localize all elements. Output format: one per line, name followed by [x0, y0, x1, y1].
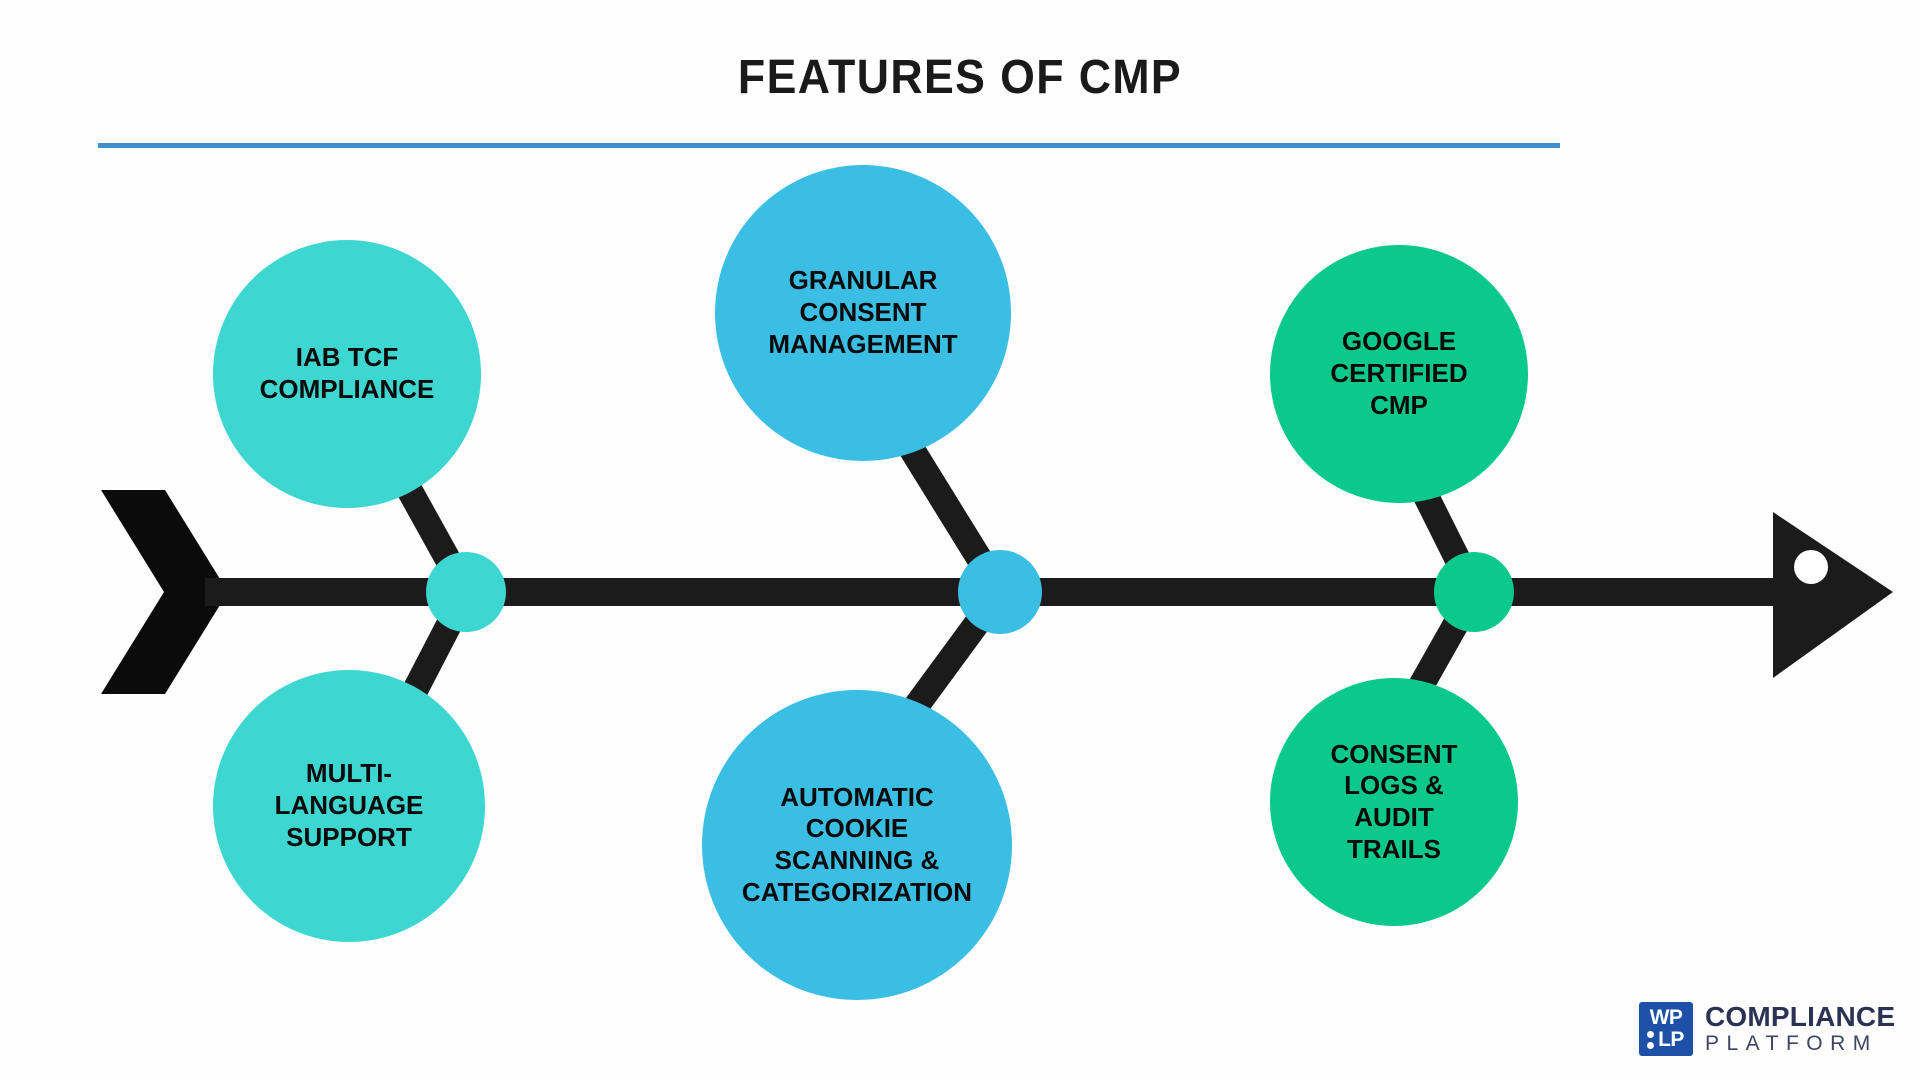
feature-label-multi-language-support: MULTI- LANGUAGE SUPPORT [274, 758, 424, 852]
feature-bubble-granular-consent-management[interactable]: GRANULAR CONSENT MANAGEMENT [715, 165, 1011, 461]
feature-bubble-iab-tcf-compliance[interactable]: IAB TCF COMPLIANCE [213, 240, 481, 508]
arrowhead-icon [1773, 512, 1893, 678]
feature-bubble-multi-language-support[interactable]: MULTI- LANGUAGE SUPPORT [213, 670, 485, 942]
feature-label-consent-logs-audit-trails: CONSENT LOGS & AUDIT TRAILS [1330, 738, 1458, 864]
wplp-logo-mark-icon: WP LP [1639, 1002, 1693, 1056]
brand-logo[interactable]: WP LP COMPLIANCE PLATFORM [1639, 1000, 1895, 1058]
feature-bubble-automatic-cookie-scanning-categorization[interactable]: AUTOMATIC COOKIE SCANNING & CATEGORIZATI… [702, 690, 1012, 1000]
brand-name: COMPLIANCE [1705, 1001, 1896, 1032]
feature-label-granular-consent-management: GRANULAR CONSENT MANAGEMENT [768, 265, 958, 359]
logo-mark-bottom-text: LP [1658, 1028, 1684, 1051]
brand-wordmark: COMPLIANCE PLATFORM [1705, 1002, 1895, 1056]
logo-colon-dots-icon [1647, 1031, 1655, 1050]
arrow-eye-icon [1794, 550, 1828, 584]
spine-node-1[interactable] [426, 552, 506, 632]
spine-node-2[interactable] [958, 550, 1042, 634]
brand-subtitle: PLATFORM [1705, 1032, 1878, 1055]
feature-label-automatic-cookie-scanning-categorization: AUTOMATIC COOKIE SCANNING & CATEGORIZATI… [741, 781, 973, 907]
feature-label-iab-tcf-compliance: IAB TCF COMPLIANCE [259, 342, 435, 404]
logo-mark-top-text: WP [1649, 1006, 1683, 1029]
slide-header: FEATURES OF CMP [0, 30, 1920, 148]
feature-label-google-certified-cmp: GOOGLE CERTIFIED CMP [1330, 326, 1468, 420]
spine-node-3[interactable] [1434, 552, 1514, 632]
title-divider [98, 143, 1560, 148]
feature-bubble-consent-logs-audit-trails[interactable]: CONSENT LOGS & AUDIT TRAILS [1270, 678, 1518, 926]
feature-bubble-google-certified-cmp[interactable]: GOOGLE CERTIFIED CMP [1270, 245, 1528, 503]
chevron-tail-icon [101, 490, 228, 694]
page-title: FEATURES OF CMP [737, 51, 1183, 104]
